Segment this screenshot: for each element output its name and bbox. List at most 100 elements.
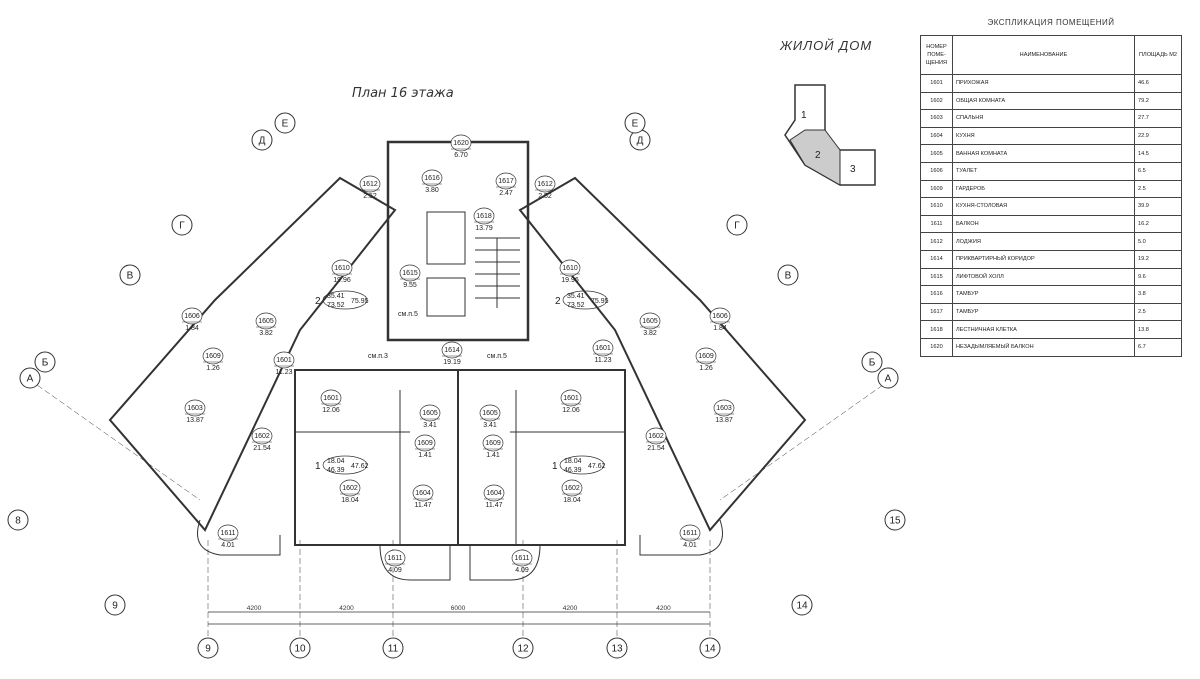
svg-text:3.80: 3.80 (425, 187, 439, 194)
svg-text:75.95: 75.95 (351, 298, 369, 305)
svg-text:1606: 1606 (184, 313, 200, 320)
key-section-2: 2 (815, 150, 821, 161)
axis-bubble: 10 (289, 637, 311, 659)
room-label: 1616 3.80 (421, 169, 443, 194)
axis-bubble: Б (861, 351, 883, 373)
axis-bubble: В (777, 264, 799, 286)
explication-table: НОМЕР ПОМЕ- ЩЕНИЯ НАИМЕНОВАНИЕ ПЛОЩАДЬ М… (920, 35, 1182, 357)
explication-cell-area: 22.9 (1134, 126, 1182, 146)
svg-text:1610: 1610 (562, 265, 578, 272)
svg-text:1614: 1614 (444, 347, 460, 354)
svg-text:1602: 1602 (648, 433, 664, 440)
svg-text:35.41: 35.41 (327, 293, 345, 300)
explication-cell-num: 1616 (920, 285, 953, 304)
svg-text:11.47: 11.47 (486, 502, 503, 509)
header-number: НОМЕР ПОМЕ- ЩЕНИЯ (920, 35, 953, 75)
plan-note: см.п.3 (368, 353, 388, 360)
explication-cell-area: 3.8 (1134, 285, 1182, 304)
svg-text:1605: 1605 (482, 410, 498, 417)
svg-text:2: 2 (315, 296, 321, 307)
explication-cell-name: СПАЛЬНЯ (952, 109, 1135, 128)
explication-cell-name: ВАННАЯ КОМНАТА (952, 144, 1135, 163)
svg-text:19.96: 19.96 (333, 277, 351, 284)
svg-text:1605: 1605 (258, 318, 274, 325)
svg-text:1.41: 1.41 (418, 452, 432, 459)
room-labels: 16206.7016163.8016172.4716122.5216122.52… (181, 134, 735, 574)
svg-text:1603: 1603 (187, 405, 203, 412)
svg-text:18.04: 18.04 (327, 458, 345, 465)
axis-bubble: 13 (606, 637, 628, 659)
explication-cell-num: 1601 (920, 74, 953, 93)
svg-text:2.47: 2.47 (499, 190, 513, 197)
svg-text:18.04: 18.04 (563, 497, 581, 504)
explication-cell-num: 1604 (920, 126, 953, 146)
explication-cell-num: 1605 (920, 144, 953, 163)
axis-bubble: 9 (197, 637, 219, 659)
svg-text:1615: 1615 (402, 270, 418, 277)
balcony (197, 519, 281, 556)
svg-text:1606: 1606 (712, 313, 728, 320)
svg-text:12.06: 12.06 (322, 407, 340, 414)
explication-cell-area: 19.2 (1134, 249, 1182, 269)
key-plan (784, 84, 876, 186)
explication-cell-name: ТУАЛЕТ (952, 161, 1135, 181)
svg-text:35.41: 35.41 (567, 293, 585, 300)
explication-cell-name: ТАМБУР (952, 285, 1135, 304)
axis-bubble: 12 (512, 637, 534, 659)
svg-text:1602: 1602 (254, 433, 270, 440)
svg-text:21.54: 21.54 (253, 445, 271, 452)
svg-text:4.09: 4.09 (515, 567, 529, 574)
svg-text:1611: 1611 (514, 555, 529, 562)
explication-cell-area: 14.5 (1134, 144, 1182, 163)
svg-text:3.41: 3.41 (483, 422, 497, 429)
svg-text:1609: 1609 (205, 353, 221, 360)
explication-cell-num: 1602 (920, 91, 953, 111)
svg-text:1609: 1609 (485, 440, 501, 447)
axis-bubble: Д (251, 129, 273, 151)
explication-cell-name: ЛЕСТНИЧНАЯ КЛЕТКА (952, 320, 1135, 339)
svg-text:Г: Г (734, 221, 740, 232)
svg-text:1601: 1601 (276, 357, 292, 364)
svg-text:10: 10 (294, 644, 306, 655)
explication-cell-num: 1620 (920, 337, 953, 357)
svg-text:1616: 1616 (424, 175, 440, 182)
explication-cell-num: 1617 (920, 302, 953, 322)
axis-bubble: 15 (884, 509, 906, 531)
svg-text:11.47: 11.47 (415, 502, 432, 509)
svg-text:1620: 1620 (453, 140, 469, 147)
svg-text:11.23: 11.23 (595, 357, 612, 364)
room-label: 1611 4.09 (511, 549, 533, 574)
explication-cell-num: 1611 (920, 214, 953, 234)
svg-text:8: 8 (15, 516, 21, 527)
svg-text:73.52: 73.52 (327, 302, 345, 309)
svg-text:47.62: 47.62 (351, 463, 369, 470)
svg-text:А: А (27, 374, 34, 385)
svg-text:75.95: 75.95 (591, 298, 609, 305)
svg-text:2: 2 (555, 296, 561, 307)
dimension-label: 4200 (656, 605, 671, 612)
explication-cell-area: 13.8 (1134, 320, 1182, 339)
svg-text:1612: 1612 (537, 181, 553, 188)
